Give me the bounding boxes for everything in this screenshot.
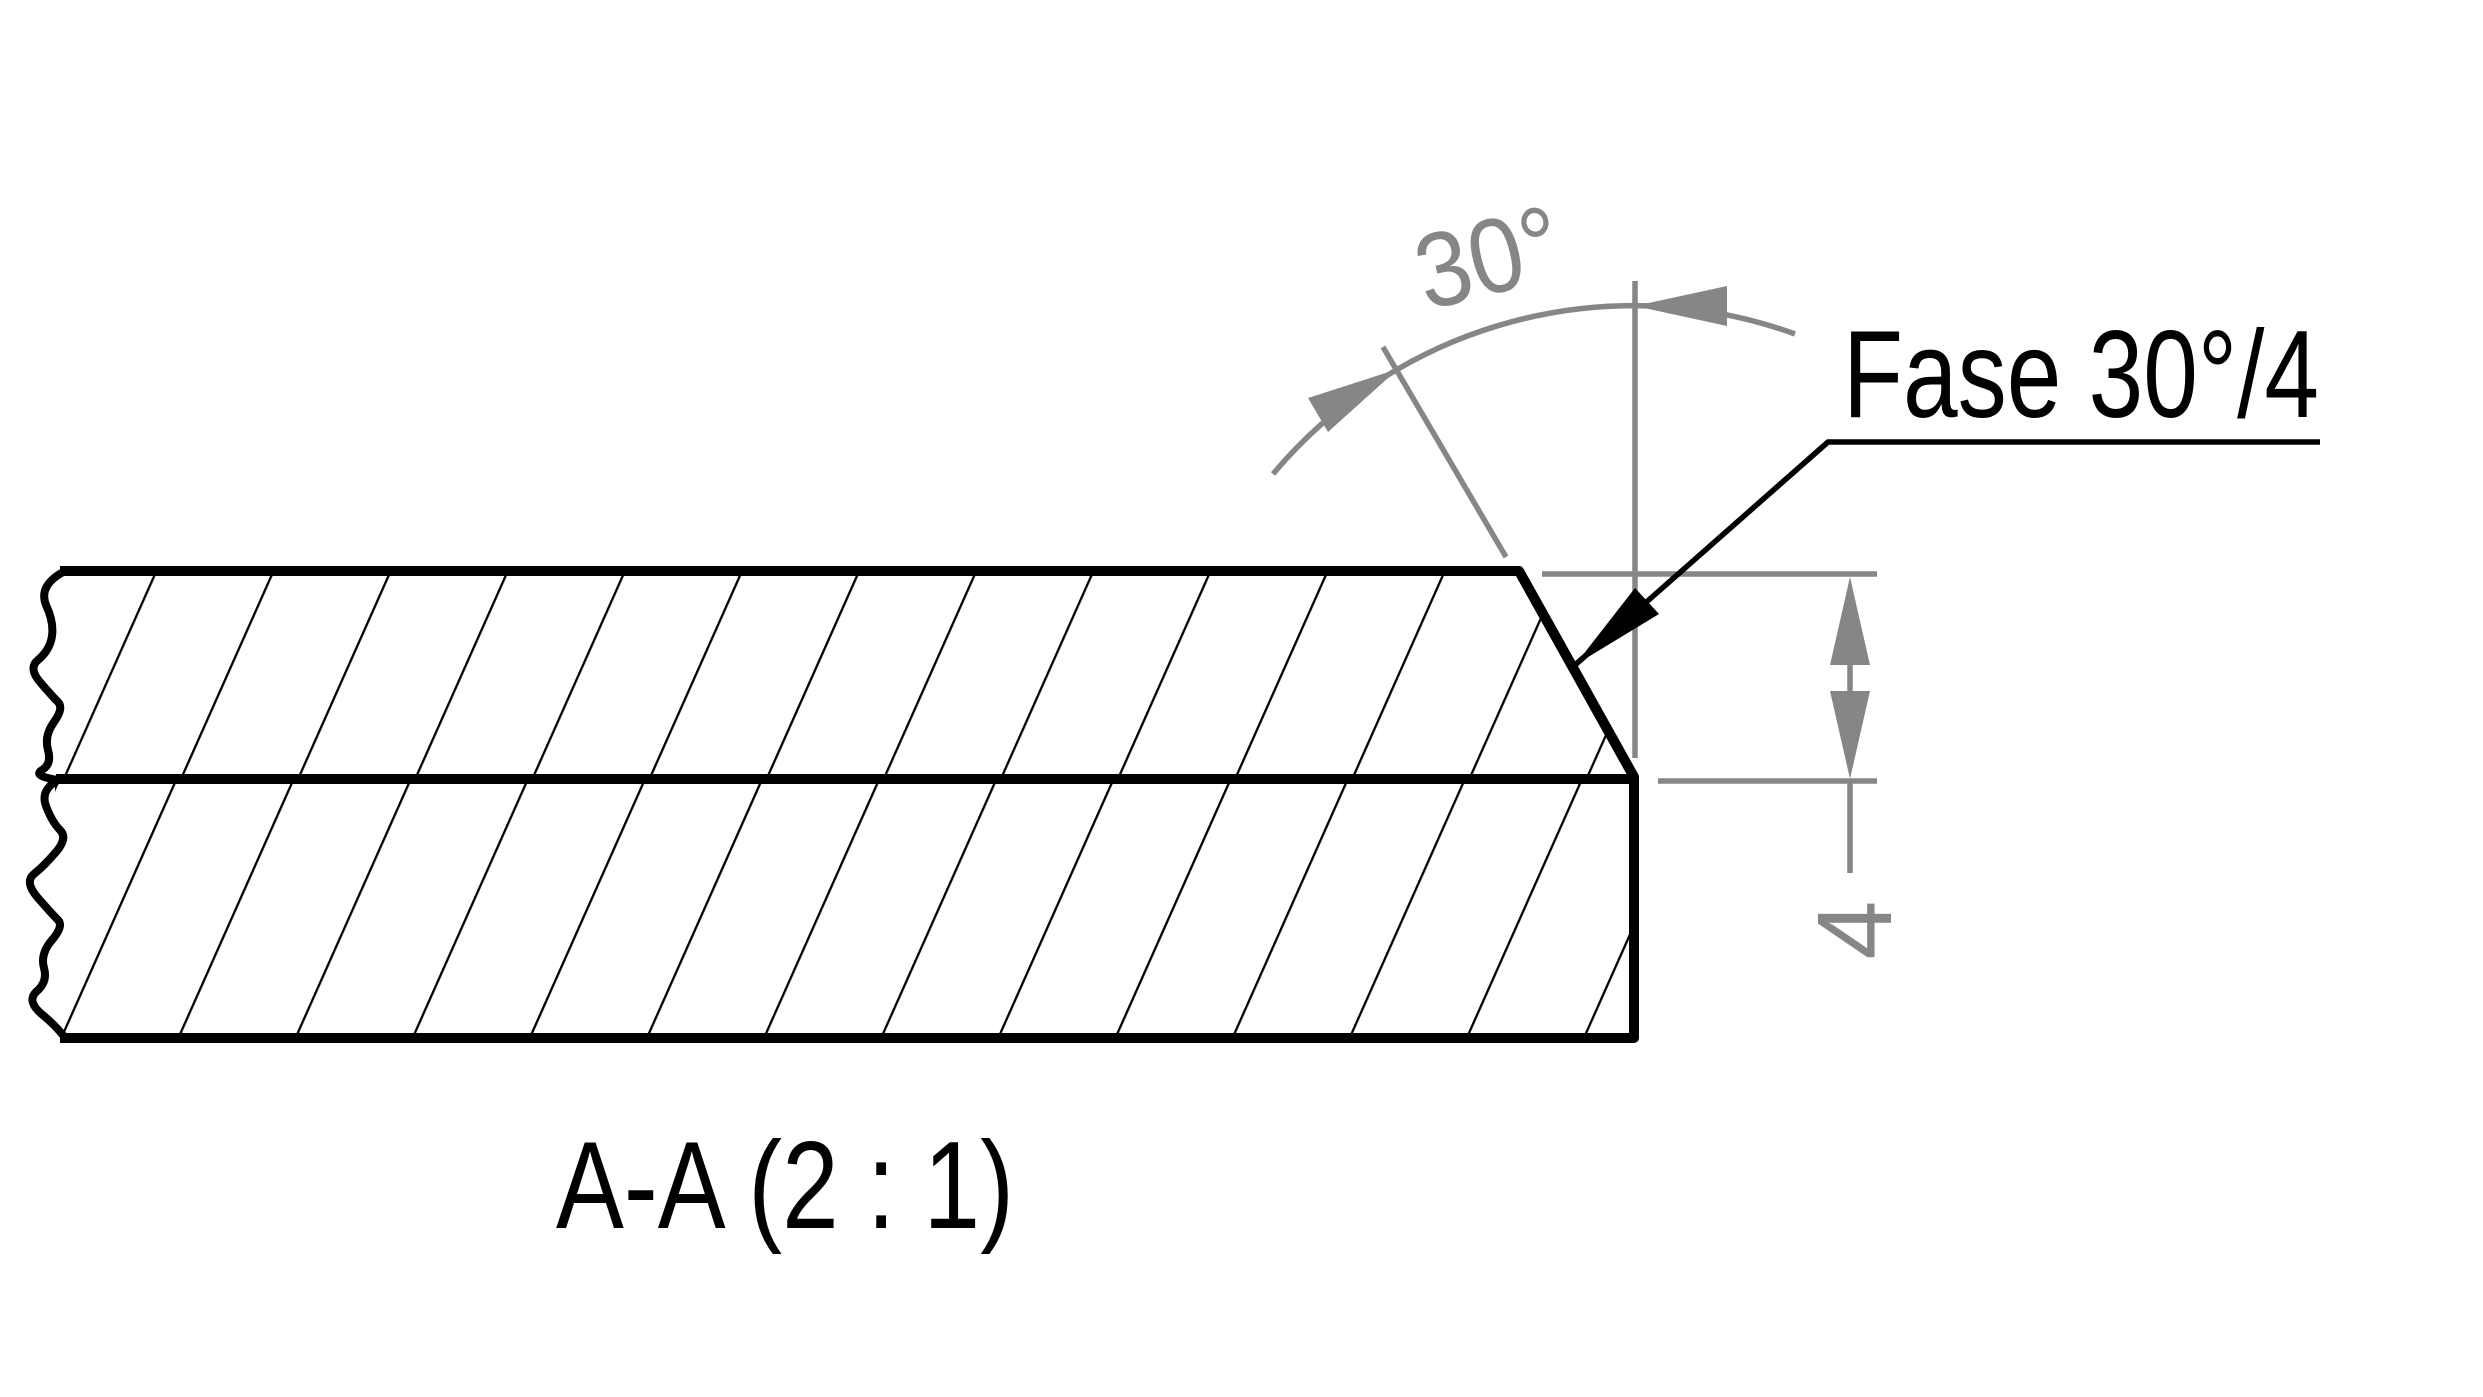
leader-arrowhead <box>1575 588 1659 665</box>
break-line <box>25 567 69 1042</box>
angle-dimension-arrows <box>1308 286 1727 432</box>
angle-extension-line-slanted <box>1380 345 1509 559</box>
depth-dimension-label: 4 <box>1796 901 1914 960</box>
angle-dimension-label: 30° <box>1403 183 1573 333</box>
part-section <box>25 566 1639 1043</box>
chamfer-edge <box>1514 568 1639 780</box>
chamfer-note-label: Fase 30°/4 <box>1843 306 2319 444</box>
depth-arrowhead-up <box>1830 577 1870 665</box>
upper-layer-hatch <box>55 576 1633 779</box>
depth-arrowhead-down <box>1830 691 1870 779</box>
angle-arrowhead-right <box>1635 286 1727 326</box>
chamfer-leader: Fase 30°/4 <box>1573 306 2320 668</box>
angle-arrowhead-left <box>1308 369 1398 432</box>
view-title: A-A (2 : 1) <box>556 1117 1014 1255</box>
leader-line <box>1573 439 2320 668</box>
lower-layer-hatch <box>55 779 1634 1033</box>
depth-dimension <box>1542 571 1877 873</box>
depth-dimension-arrows <box>1830 577 1870 779</box>
